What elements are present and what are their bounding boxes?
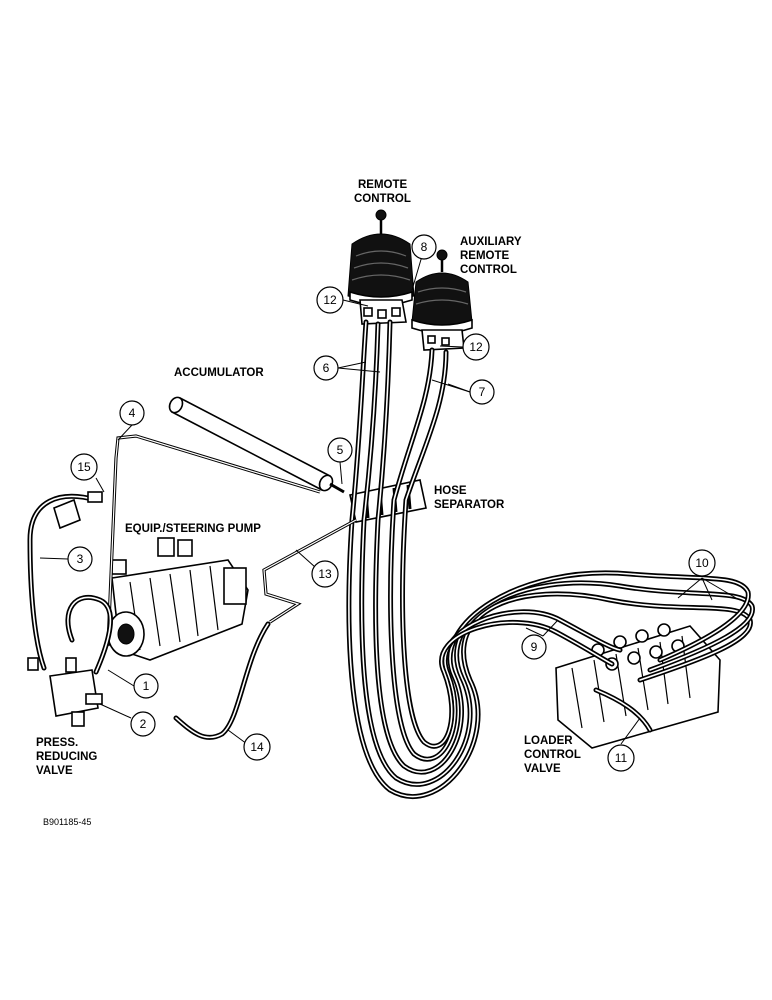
callout-9: 9 [521, 634, 547, 660]
svg-text:14: 14 [250, 740, 264, 754]
svg-text:3: 3 [77, 552, 84, 566]
tube-lines [27, 434, 357, 740]
accumulator-label: ACCUMULATOR [174, 367, 264, 379]
callout-8: 8 [411, 234, 437, 260]
loader-control-valve-label: LOADER CONTROL VALVE [524, 735, 584, 775]
svg-text:12: 12 [323, 293, 337, 307]
svg-text:6: 6 [323, 361, 330, 375]
accumulator [168, 396, 345, 494]
callout-10: 10 [688, 549, 716, 577]
callout-3: 3 [67, 546, 93, 572]
equip-steering-pump [107, 537, 249, 661]
callout-11: 11 [607, 744, 635, 772]
hose-separator [349, 479, 427, 523]
remote-control-joystick [347, 209, 415, 325]
svg-text:8: 8 [421, 240, 428, 254]
svg-text:10: 10 [695, 556, 709, 570]
callout-5: 5 [327, 437, 353, 463]
callout-7: 7 [469, 379, 495, 405]
callout-leaders [39, 255, 737, 745]
callout-12-remote: 12 [316, 286, 344, 314]
svg-text:4: 4 [129, 406, 136, 420]
callout-1: 1 [133, 673, 159, 699]
svg-text:12: 12 [469, 340, 483, 354]
svg-text:2: 2 [140, 717, 147, 731]
hose-separator-label: HOSE SEPARATOR [434, 485, 505, 511]
callout-4: 4 [119, 400, 145, 426]
callout-15: 15 [70, 453, 98, 481]
remote-control-label: REMOTE CONTROL [354, 179, 411, 205]
callout-6: 6 [313, 355, 339, 381]
svg-text:15: 15 [77, 460, 91, 474]
svg-text:1: 1 [143, 679, 150, 693]
svg-text:5: 5 [337, 443, 344, 457]
press-reducing-valve-label: PRESS. REDUCING VALVE [36, 737, 101, 777]
auxiliary-remote-control-label: AUXILIARY REMOTE CONTROL [460, 236, 525, 276]
hose-bundle [346, 319, 755, 799]
svg-text:13: 13 [318, 567, 332, 581]
svg-text:7: 7 [479, 385, 486, 399]
callout-12-auxiliary: 12 [462, 333, 490, 361]
svg-text:11: 11 [615, 751, 628, 765]
callout-14: 14 [243, 733, 271, 761]
callout-13: 13 [311, 560, 339, 588]
figure-code: B901185-45 [43, 817, 91, 827]
callout-2: 2 [130, 711, 156, 737]
svg-text:9: 9 [531, 640, 538, 654]
pressure-reducing-valve [27, 657, 103, 727]
equip-steering-pump-label: EQUIP./STEERING PUMP [125, 523, 261, 535]
